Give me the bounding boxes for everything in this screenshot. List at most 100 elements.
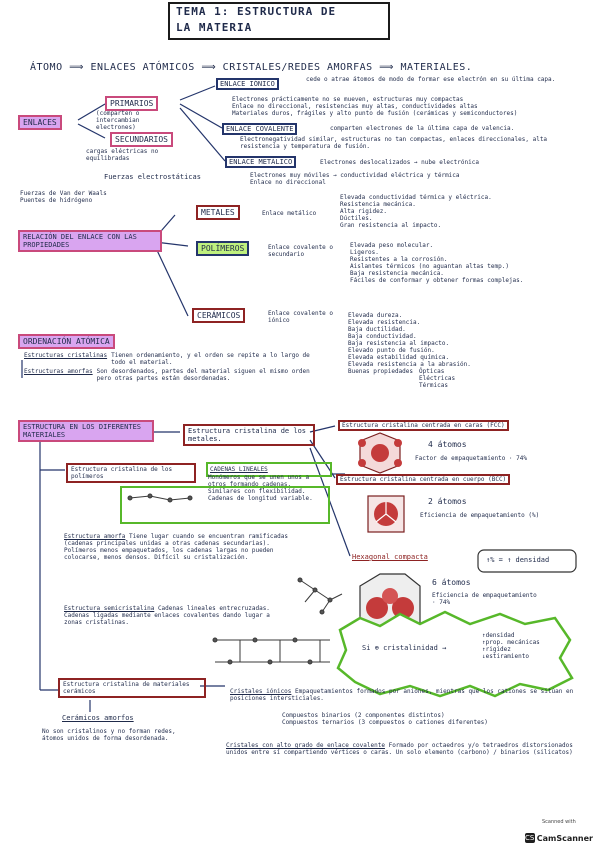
metalico-item: Electrones muy móviles → conductividad e… xyxy=(250,172,460,179)
ceramicos-optica-item: Ópticas xyxy=(419,368,445,375)
enlace-ionico-list: Electrones prácticamente no se mueven, e… xyxy=(232,96,594,117)
secundarios-note: cargas eléctricas no equilibradas xyxy=(86,148,159,162)
camscanner-watermark: Scanned with CS CamScanner xyxy=(524,819,593,844)
bcc-atomos: 2 átomos xyxy=(428,497,467,506)
ionicos-item: Compuestos ternarios (3 compuestos o cat… xyxy=(282,719,488,726)
amorfa-desc: Tiene lugar cuando se encuentran ramific… xyxy=(64,533,288,561)
enlace-metalico-desc: Electrones deslocalizados → nube electró… xyxy=(320,159,479,166)
cristalinidad-item: ↑rigidez xyxy=(482,646,511,653)
estructura-label: ESTRUCTURA EN LOS DIFERENTES MATERIALES xyxy=(18,420,154,442)
ordenacion-term: Estructuras cristalinas xyxy=(24,352,108,359)
metales-prop: Elevada conductividad térmica y eléctric… xyxy=(340,194,492,201)
covalente-item: Electronegatividad similar, estructuras … xyxy=(240,136,548,150)
enlace-ionico-label: ENLACE IÓNICO xyxy=(216,78,279,90)
camscanner-badge-icon: CS xyxy=(524,833,535,843)
polimeros-prop: Baja resistencia mecánica. xyxy=(350,270,444,277)
cristales-ionicos-desc: Empaquetamientos formados por aniones, m… xyxy=(230,688,574,702)
hcp-label: Hexagonal compacta xyxy=(352,553,428,561)
metales-label: METALES xyxy=(196,205,240,220)
primarios-note: (comparten o intercambian electrones) xyxy=(96,110,140,131)
ordenacion-desc: Son desordenados, partes del material si… xyxy=(96,368,310,382)
cristales-ionicos-block: Cristales iónicos Empaquetamientos forma… xyxy=(230,688,590,702)
enlace-metalico-list: Electrones muy móviles → conductividad e… xyxy=(250,172,590,186)
hcp-factor: Eficiencia de empaquetamiento · 74% xyxy=(432,592,537,606)
ceramicos-amorfos-desc: No son cristalinos y no forman redes, át… xyxy=(42,728,176,742)
ceramicos-prop: Baja ductilidad. xyxy=(348,326,406,333)
polimeros-prop: Elevada peso molecular. xyxy=(350,242,434,249)
camscanner-brand: CamScanner xyxy=(536,833,593,843)
metales-enlace: Enlace metálico xyxy=(262,210,317,217)
cadenas-frame xyxy=(120,486,330,524)
fcc-atomos: 4 átomos xyxy=(428,440,467,449)
estructura-metales-label: Estructura cristalina de los metales. xyxy=(183,424,315,446)
ordenacion-desc: Tienen ordenamiento, y el orden se repit… xyxy=(111,352,310,366)
metalico-item: Enlace no direccional xyxy=(250,179,326,186)
semicristalina-desc: Cadenas lineales entrecruzadas. Cadenas … xyxy=(64,605,270,626)
hcp-formula-frame xyxy=(477,549,577,573)
polimeros-enlace: Enlace covalente o secundario xyxy=(268,244,334,258)
fcc-label: Estructura cristalina centrada en caras … xyxy=(338,420,509,431)
cristalinidad-list: ↑densidad ↑prop. mecánicas ↑rigidez ↓est… xyxy=(482,632,572,660)
amorfa-label: Estructura amorfa xyxy=(64,533,126,540)
amorfa-block: Estructura amorfa Tiene lugar cuando se … xyxy=(64,533,304,561)
ceramicos-label: CERÁMICOS xyxy=(192,308,246,323)
polimeros-prop: Resistentes a la corrosión. xyxy=(350,256,448,263)
bcc-unit-cell-illustration xyxy=(367,495,405,533)
metales-prop: Dúctiles. xyxy=(340,215,373,222)
ceramicos-prop: Elevada resistencia. xyxy=(348,319,421,326)
cristalinidad-item: ↓estiramiento xyxy=(482,653,529,660)
relacion-label: RELACIÓN DEL ENLACE CON LAS PROPIEDADES xyxy=(18,230,162,252)
ceramicos-prop: Baja conductividad. xyxy=(348,333,417,340)
fcc-unit-cell-illustration xyxy=(358,432,402,474)
polimeros-props: Elevada peso molecular. Ligeros. Resiste… xyxy=(350,242,590,284)
hcp-formula: ↑% = ↑ densidad xyxy=(486,556,550,564)
metales-prop: Alta rigidez. xyxy=(340,208,387,215)
cristalinidad-item: ↑densidad xyxy=(482,632,515,639)
ionico-item: Enlace no direccional, resistencias muy … xyxy=(232,103,478,110)
cristalinidad-item: ↑prop. mecánicas xyxy=(482,639,540,646)
cristales-covalente-block: Cristales con alto grado de enlace coval… xyxy=(226,742,588,756)
fuerzas-list: Fuerzas de Van der Waals Puentes de hidr… xyxy=(20,190,130,204)
secundarios-label: SECUNDARIOS xyxy=(110,132,173,147)
metales-prop: Resistencia mecánica. xyxy=(340,201,416,208)
ceramicos-amorfos-label: Cerámicos amorfos xyxy=(62,714,134,722)
ceramicos-prop: Elevado punto de fusión. xyxy=(348,347,435,354)
enlace-covalente-label: ENLACE COVALENTE xyxy=(222,123,298,135)
ceramicos-enlace: Enlace covalente o iónico xyxy=(268,310,334,324)
scanned-with-text: Scanned with xyxy=(541,819,576,825)
ceramicos-optica-label: Buenas propiedades xyxy=(348,368,414,375)
title-line-2: LA MATERIA xyxy=(176,21,253,34)
cristales-ionicos-list: Compuestos binarios (2 componentes disti… xyxy=(282,712,582,726)
ordenacion-term: Estructuras amorfas xyxy=(24,368,93,375)
flow-line: ÁTOMO ⟹ ENLACES ATÓMICOS ⟹ CRISTALES/RED… xyxy=(30,62,473,73)
semicristalina-label: Estructura semicristalina xyxy=(64,605,155,612)
enlace-metalico-label: ENLACE METÁLICO xyxy=(225,156,297,168)
fuerzas-item: Puentes de hidrógeno xyxy=(20,197,93,204)
enlace-covalente-desc: comparten electrones de la última capa d… xyxy=(330,125,515,132)
ceramicos-prop: Baja resistencia al impacto. xyxy=(348,340,450,347)
camscanner-logo: CS CamScanner xyxy=(524,833,593,843)
ceramicos-optica-item: Térmicas xyxy=(419,382,448,389)
primarios-label: PRIMARIOS xyxy=(105,96,159,111)
ceramicos-props: Elevada dureza. Elevada resistencia. Baj… xyxy=(348,312,588,389)
ceramicos-prop: Elevada estabilidad química. xyxy=(348,354,450,361)
title-line-1: TEMA 1: ESTRUCTURA DE xyxy=(176,5,337,18)
ceramicos-optica-item: Eléctricas xyxy=(419,375,456,382)
ceramicos-prop: Elevada dureza. xyxy=(348,312,403,319)
metales-prop: Gran resistencia al impacto. xyxy=(340,222,442,229)
cristalinidad-text: Si ⊕ cristalinidad → xyxy=(362,644,447,652)
polymer-chain-illustration xyxy=(127,493,343,665)
polimeros-prop: Ligeros. xyxy=(350,249,379,256)
cristales-ionicos-label: Cristales iónicos xyxy=(230,688,292,695)
cadenas-lineales-box: CADENAS LINEALES xyxy=(206,462,332,477)
semicristalina-block: Estructura semicristalina Cadenas lineal… xyxy=(64,605,274,626)
ionicos-item: Compuestos binarios (2 componentes disti… xyxy=(282,712,445,719)
estructura-ceramicos-label: Estructura cristalina de materiales cerá… xyxy=(58,678,206,698)
cristales-covalente-desc: Formado por octaedros y/o tetraedros dis… xyxy=(226,742,573,756)
enlace-ionico-desc: cede o atrae átomos de modo de formar es… xyxy=(306,76,556,83)
polimeros-label: POLÍMEROS xyxy=(196,241,250,256)
polimeros-prop: Aislantes térmicos (no aguantan altas te… xyxy=(350,263,509,270)
estructura-polimeros-label: Estructura cristalina de los polímeros xyxy=(66,463,196,483)
bcc-factor: Eficiencia de empaquetamiento (%) xyxy=(420,512,540,519)
